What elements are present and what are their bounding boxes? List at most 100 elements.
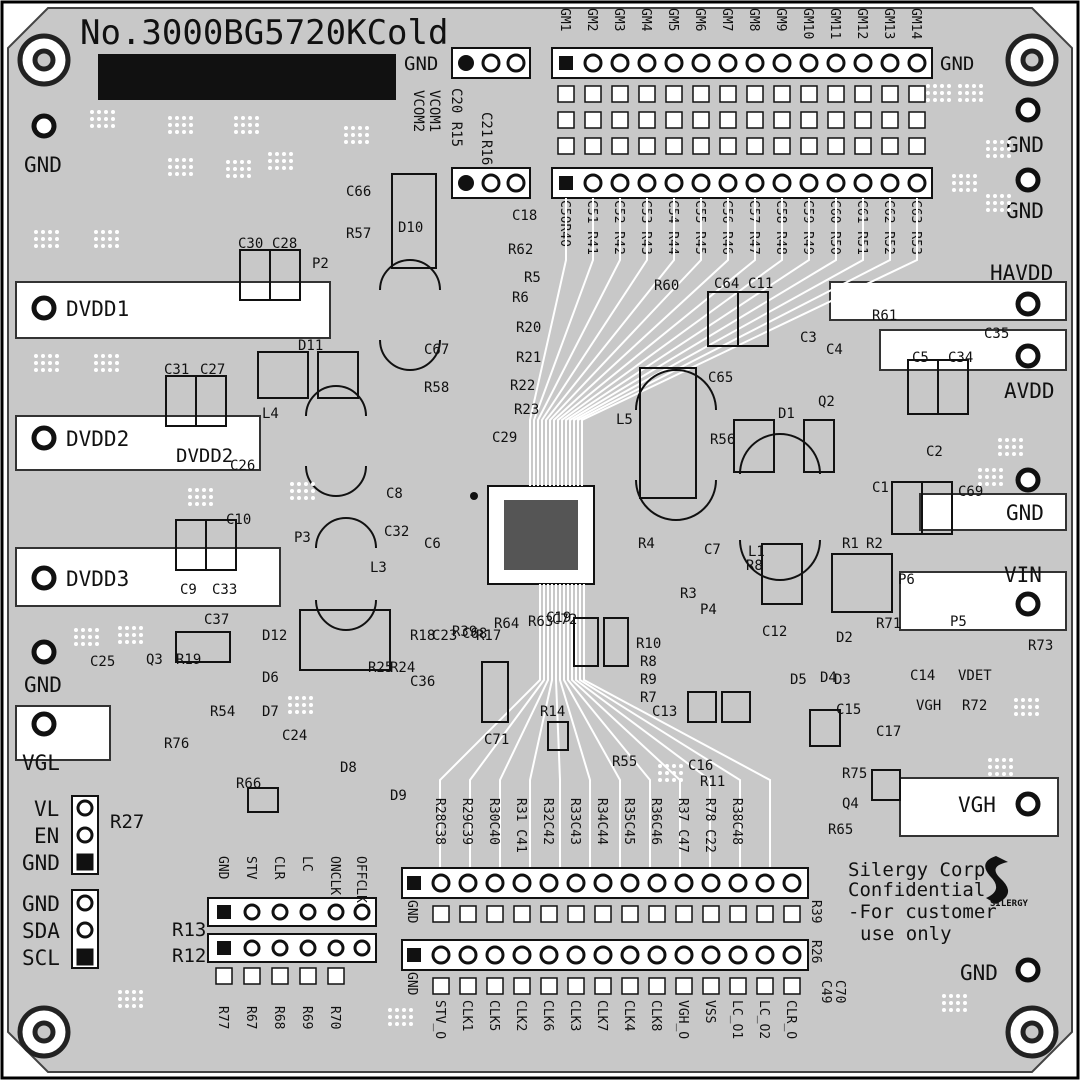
gm-pin-label: GM7 [719,8,734,31]
component-label: C1 [872,480,889,496]
component-label: R14 [540,704,565,720]
gm-pin-label: GM10 [800,8,815,39]
component-label: R9 [640,672,657,688]
company-line-4: use only [860,923,952,945]
component-label: P6 [898,572,915,588]
component-label: Q3 [146,652,163,668]
bottom-top-label: R30C40 [486,798,501,845]
main-ic [470,485,595,585]
bottom-bottom-label: CLK2 [513,1000,528,1031]
gm-pin-label: GM5 [665,8,680,31]
mid-conn-pin-label: OFFCLK [353,856,368,903]
component-label: R76 [164,736,189,752]
bottom-top-label: R29C39 [459,798,474,845]
vin-label: VIN [1004,563,1042,587]
vdet-label: VDET [958,668,992,684]
mid-conn-resistor-label: R68 [271,1006,286,1029]
gnd-right-3-label: GND [1006,501,1044,525]
gm-pin-label: GM14 [908,8,923,39]
conn-vl-label: VL [34,797,59,821]
component-label: C31 [164,362,189,378]
component-label: R56 [710,432,735,448]
component-label: R71 [876,616,901,632]
bottom-top-label: R28C38 [432,798,447,845]
bottom-bottom-label: CLK3 [567,1000,582,1031]
gnd-right-strip [919,493,1067,531]
component-label: C36 [410,674,435,690]
component-label: R23 [514,402,539,418]
gm-under-label: C50R40 [557,200,572,247]
bottom-bottom-label: VGH_O [675,1000,690,1039]
bottom-bottom-label: VSS [702,1000,717,1023]
vgl-label: VGL [22,751,60,775]
mid-conn-resistor-label: R69 [299,1006,314,1029]
component-label: R73 [1028,638,1053,654]
gnd-right-1-label: GND [1006,133,1044,157]
label-blackout [98,54,396,100]
bottom-side-label: C70 [832,980,847,1003]
component-label: R18 [410,628,435,644]
component-label: C9 [180,582,197,598]
mid-conn-pin-label: ONCLK [327,856,342,895]
component-label: C68 [462,626,487,642]
component-label: R21 [516,350,541,366]
component-label: C27 [200,362,225,378]
conn-en-label: EN [34,824,59,848]
component-label: D5 [790,672,807,688]
component-label: R61 [872,308,897,324]
gm-pin-label: GM3 [611,8,626,31]
dvdd3-strip [15,547,281,607]
dvdd2-strip [15,415,261,471]
component-label: C72 [552,612,577,628]
component-label: D4 [820,670,837,686]
gnd-bottom-right-label: GND [960,961,998,985]
avdd-label: AVDD [1004,379,1055,403]
component-label: R54 [210,704,235,720]
bottom-gnd-bottom: GND [404,972,419,996]
component-label: D2 [836,630,853,646]
component-label: C24 [282,728,307,744]
component-label: R10 [636,636,661,652]
gm-under-label: C52 R42 [611,200,626,255]
component-label: R4 [638,536,655,552]
component-label: R8 [640,654,657,670]
gm-under-label: C54 R44 [665,200,680,255]
component-label: C3 [800,330,817,346]
gnd-left-top-label: GND [24,153,62,177]
bottom-bottom-label: CLK1 [459,1000,474,1031]
havdd-strip [829,281,1067,321]
bottom-bottom-label: CLK5 [486,1000,501,1031]
component-label: C29 [492,430,517,446]
component-label: C18 [512,208,537,224]
gm-under-label: C53 R43 [638,200,653,255]
gm-under-label: C55 R45 [692,200,707,255]
component-label: D9 [390,788,407,804]
bottom-top-label: R34C44 [594,798,609,845]
component-label: R20 [516,320,541,336]
vgh-strip [899,777,1059,837]
component-label: R72 [962,698,987,714]
vgh-small-label: VGH [916,698,941,714]
component-label: C35 [984,326,1009,342]
gm-under-label: C59 R49 [800,200,815,255]
bottom-side-label: R39 [808,900,823,923]
company-line-2: Confidential [848,879,985,901]
gm-under-label: C63 R53 [908,200,923,255]
top-gnd-right: GND [940,53,974,75]
component-label: R66 [236,776,261,792]
bottom-bottom-label: CLK6 [540,1000,555,1031]
component-label: L3 [370,560,387,576]
gnd-right-2-label: GND [1006,199,1044,223]
component-label: C2 [926,444,943,460]
vgh-label: VGH [958,793,996,817]
vcom-label-r16: R16 [478,140,494,165]
component-label: P5 [950,614,967,630]
vcom-label-c20: C20 R15 [448,88,464,147]
component-label: L1 [748,544,765,560]
gm-under-label: C62 R52 [881,200,896,255]
component-label: R19 [176,652,201,668]
inductor-arcs [305,259,821,631]
vcom-block: C21 C20 R15 R16 VCOM1 VCOM2 [410,47,531,199]
component-label: C8 [386,486,403,502]
